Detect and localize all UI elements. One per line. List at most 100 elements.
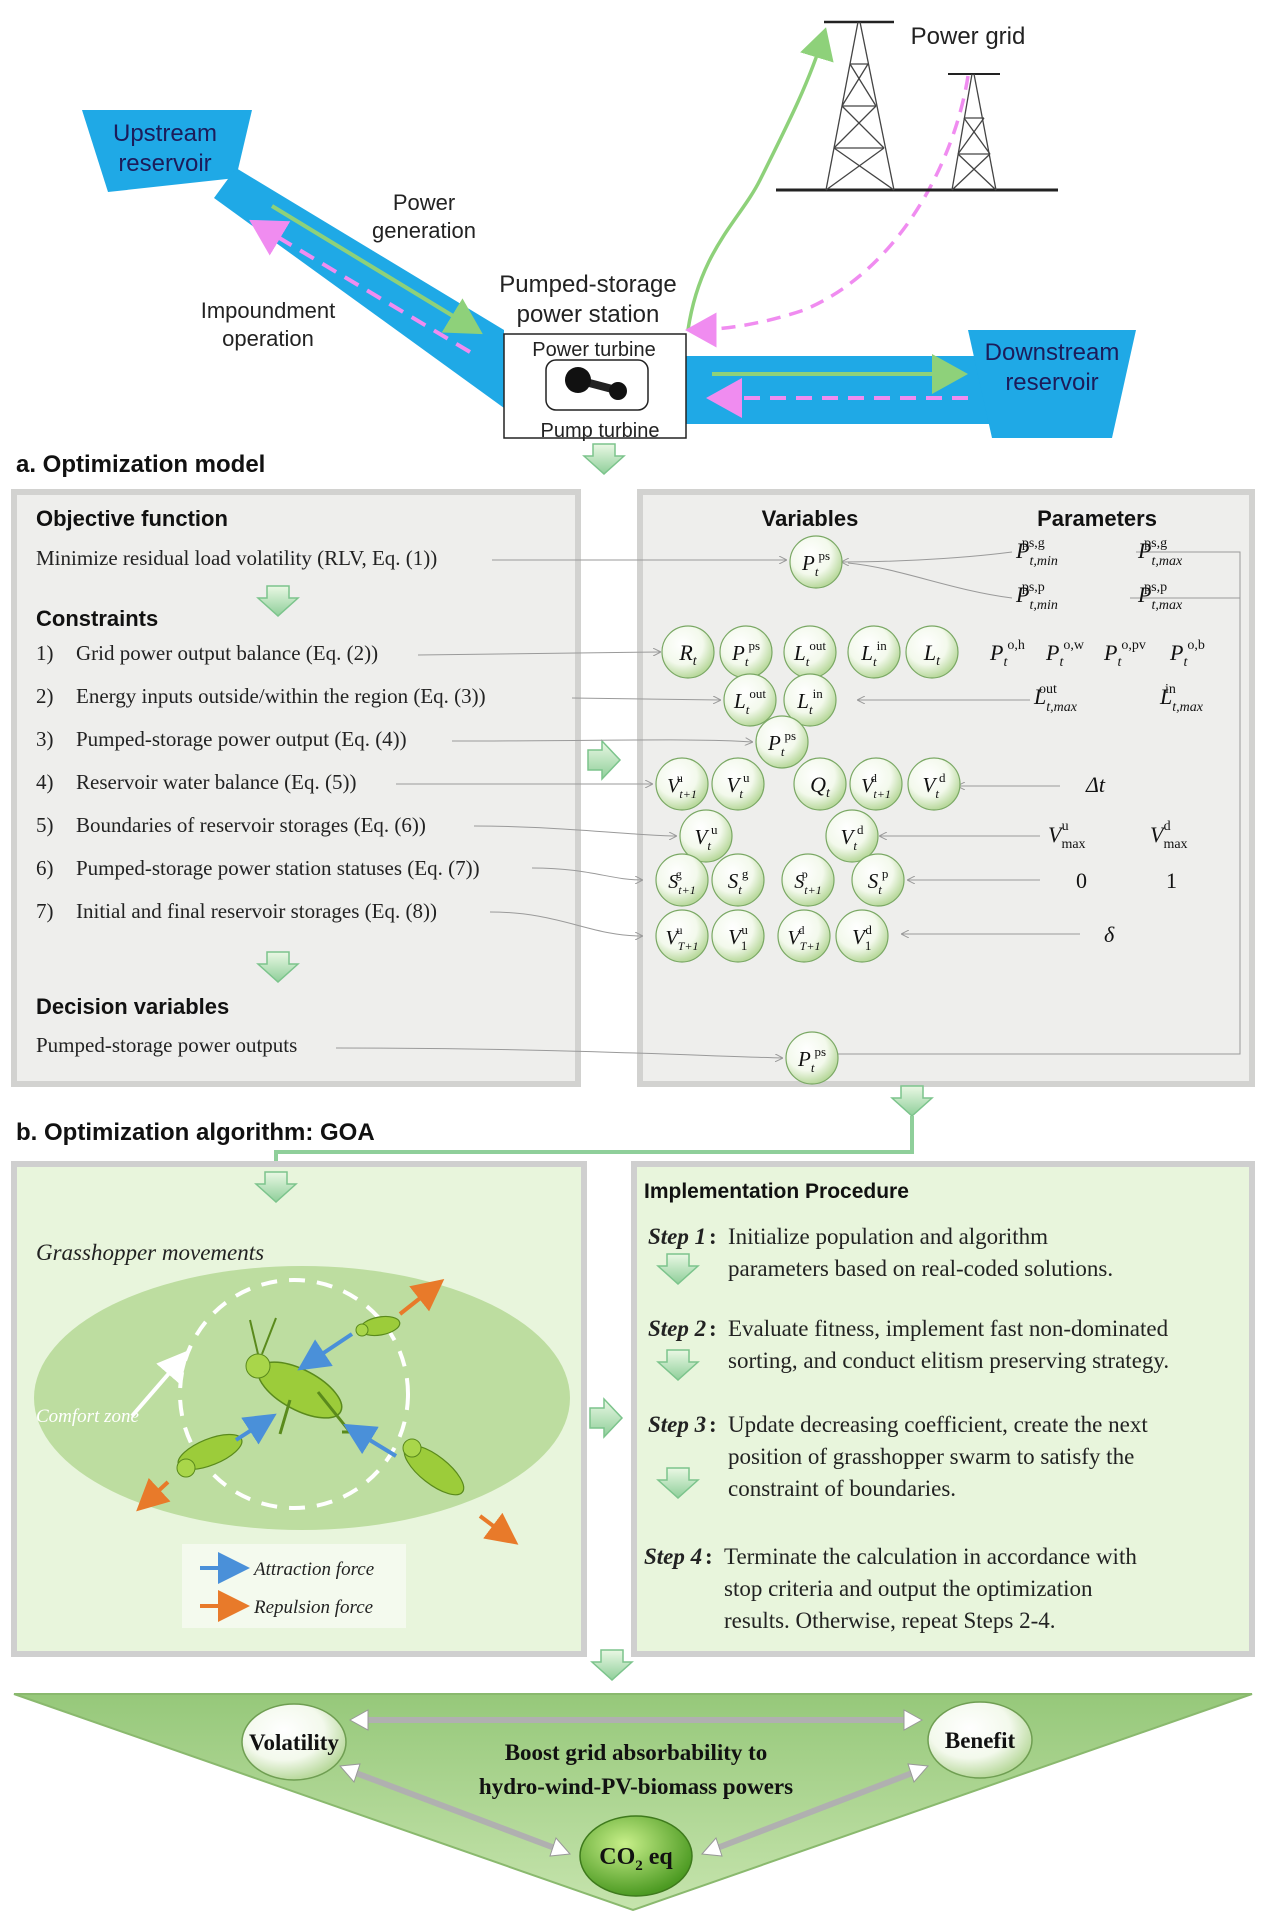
objective-title: Objective function (36, 506, 228, 531)
procedure-title: Implementation Procedure (644, 1180, 909, 1203)
step-colon: : (709, 1316, 717, 1341)
station-label: power station (517, 301, 660, 328)
constraint-number: 1) (36, 641, 54, 665)
var-ball: Vtu (711, 757, 765, 811)
downstream-label: reservoir (1005, 369, 1098, 396)
var-ball: V1d (835, 909, 889, 963)
generation-flow-arrow (270, 204, 483, 335)
repulsion-legend-label: Repulsion force (253, 1597, 373, 1618)
power-grid-label: Power grid (911, 23, 1026, 50)
procedure-panel (631, 1161, 1255, 1657)
flow-right-arrow (587, 740, 621, 780)
step-text: constraint of boundaries. (728, 1476, 956, 1501)
parameters-title: Parameters (1037, 506, 1157, 531)
objective-panel (11, 489, 581, 1087)
benefit-node (927, 1701, 1033, 1779)
pump-turbine-label: Pump turbine (541, 420, 660, 442)
power-generation-label: Power (393, 190, 455, 215)
outcome-statement: hydro-wind-PV-biomass powers (479, 1774, 793, 1799)
constraint-text: Pumped-storage power station statuses (E… (76, 856, 480, 880)
objective-text: Minimize residual load volatility (RLV, … (36, 546, 437, 570)
variables-title: Variables (762, 506, 859, 531)
turbine-wheel-icon (609, 382, 627, 400)
constraint-number: 7) (36, 899, 54, 923)
upstream-reservoir (82, 110, 252, 192)
outcome-link-arrowheads (338, 1709, 930, 1857)
grid-import-arrow (685, 75, 970, 348)
hydro-schematic: Upstream reservoir Downstream reservoir … (82, 20, 1136, 442)
benefit-label: Benefit (945, 1728, 1016, 1753)
constraint-number: 6) (36, 856, 54, 880)
section-a-title: a. Optimization model (16, 451, 265, 478)
var-ball: Ptps (789, 535, 843, 589)
constraints-title: Constraints (36, 606, 158, 631)
constraint-number: 4) (36, 770, 54, 794)
outcome-statement: Boost grid absorbability to (505, 1740, 768, 1765)
constraint-number: 5) (36, 813, 54, 837)
step-text: Terminate the calculation in accordance … (724, 1544, 1137, 1569)
grasshopper-title: Grasshopper movements (36, 1240, 264, 1265)
var-ball: Ltin (783, 673, 837, 727)
downstream-label: Downstream (985, 339, 1120, 366)
constraint-text: Initial and final reservoir storages (Eq… (76, 899, 437, 923)
step-label: Step 4 (644, 1544, 702, 1569)
param-one: 1 (1166, 868, 1177, 893)
var-ball: Ptps (785, 1031, 839, 1085)
var-ball: Vtu (679, 809, 733, 863)
svg-text:V1d: V1d (852, 922, 872, 953)
var-ball: Ltout (723, 673, 777, 727)
station-box (503, 333, 687, 439)
flow-down-arrow (591, 1649, 633, 1681)
var-ball: Ptps (719, 625, 773, 679)
constraints-list: 1) Grid power output balance (Eq. (2)) 2… (36, 641, 486, 923)
step-colon: : (705, 1544, 713, 1569)
force-arrows (136, 1279, 519, 1545)
flow-down-arrow (891, 1085, 933, 1117)
impoundment-label: Impoundment (201, 298, 336, 323)
variable-balls: Ptps Rt Ptps Ltout Ltin Lt Ltout Ltin Pt… (655, 535, 961, 1085)
decision-variables-text: Pumped-storage power outputs (36, 1033, 297, 1057)
svg-text:Qt: Qt (810, 772, 831, 801)
upstream-label: Upstream (113, 120, 217, 147)
var-ball: Rt (661, 625, 715, 679)
attraction-legend-label: Attraction force (252, 1559, 374, 1580)
procedure-steps: Step 1 : Initialize population and algor… (644, 1224, 1169, 1633)
grid-export-arrow (686, 27, 834, 331)
param: Δt (1085, 772, 1106, 797)
power-generation-label: generation (372, 218, 476, 243)
step-colon: : (709, 1224, 717, 1249)
step-text: stop criteria and output the optimizatio… (724, 1576, 1093, 1601)
impoundment-flow-arrow (249, 219, 472, 354)
station-label: Pumped-storage (499, 271, 676, 298)
constraint-text: Energy inputs outside/within the region … (76, 684, 486, 708)
constraint-text: Reservoir water balance (Eq. (5)) (76, 770, 356, 794)
impoundment-label: operation (222, 326, 314, 351)
section-b-title: b. Optimization algorithm: GOA (16, 1119, 375, 1146)
var-ball: Vtd (825, 809, 879, 863)
var-ball: Vt+1u (655, 757, 709, 811)
co2-label: CO2 eq (599, 1844, 673, 1874)
volatility-label: Volatility (249, 1730, 339, 1755)
flow-right-arrow (589, 1398, 623, 1438)
comfort-zone-circle (178, 1278, 410, 1510)
upstream-label: reservoir (118, 150, 211, 177)
param: δ (1104, 922, 1115, 947)
step-label: Step 3 (648, 1412, 706, 1437)
power-turbine-label: Power turbine (532, 339, 655, 361)
outcome-links (346, 1717, 922, 1853)
var-ball: VT+1d (777, 909, 831, 963)
volatility-node (241, 1703, 347, 1781)
var-ball: Ltin (847, 625, 901, 679)
tailrace (686, 356, 990, 424)
constraint-text: Pumped-storage power output (Eq. (4)) (76, 727, 407, 751)
step-label: Step 2 (648, 1316, 706, 1341)
var-ball: V1u (711, 909, 765, 963)
grasshopper-icon (402, 1438, 465, 1496)
comfort-zone-label: Comfort zone (36, 1406, 139, 1427)
step-colon: : (709, 1412, 717, 1437)
var-ball: Ptps (755, 715, 809, 769)
var-ball: Vtd (907, 757, 961, 811)
grasshopper-icon (355, 1315, 401, 1337)
